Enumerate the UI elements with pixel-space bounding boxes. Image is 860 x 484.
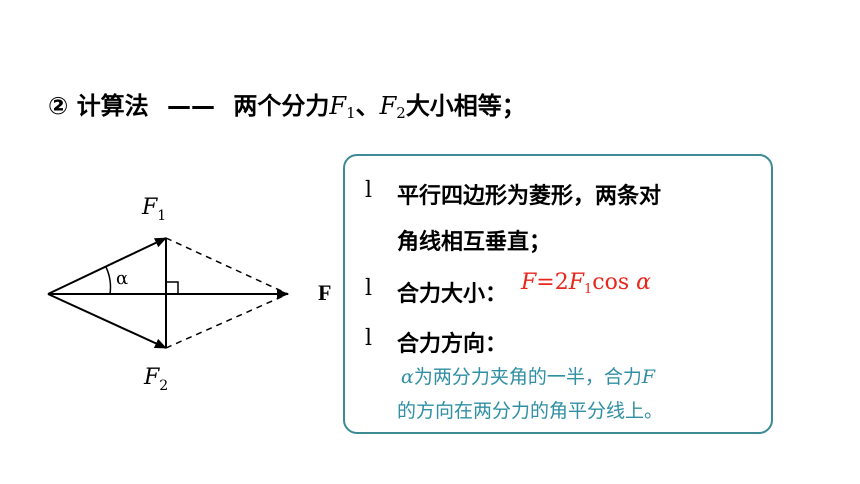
bullet-3: l [365,326,373,351]
label-alpha: α [116,268,128,289]
heading-sub-1: 1 [346,104,356,122]
heading-separator: 、 [355,92,380,120]
item1-line1: 平行四边形为菱形，两条对 [397,184,662,209]
vector-f1 [47,237,167,295]
heading-var-f1: F1 [329,92,356,122]
vector-f2 [47,293,167,349]
heading-var-f2: F2 [379,92,406,122]
dashed-side-bottom [165,293,289,349]
force-diagram: α F1 F2 F [47,195,331,394]
bullet-2: l [365,276,373,301]
right-angle-mark [166,281,179,294]
heading-dash: —— [167,92,216,120]
dashed-side-top [165,237,289,295]
item2-label: 合力大小： [397,282,508,307]
heading-marker: ② [48,92,69,120]
label-f2: F2 [143,365,168,394]
note-line1: α为两分力夹角的一半，合力F [401,366,656,388]
bullet-1: l [365,178,373,203]
heading: ② 计算法 —— 两个分力F1、F2大小相等； [48,86,526,122]
resultant-formula: F=2F1cos α [521,270,651,297]
heading-sub-2: 2 [396,104,406,122]
info-card: l 平行四边形为菱形，两条对 角线相互垂直； l 合力大小： F=2F1cos … [343,154,773,434]
label-f: F [318,280,331,305]
heading-method: 计算法 [76,92,149,120]
heading-text-before: 两个分力 [233,92,330,120]
label-f1: F1 [141,195,166,224]
angle-arc [105,266,112,295]
note-line2: 的方向在两分力的角平分线上。 [397,400,664,422]
item1-line2: 角线相互垂直； [397,230,552,255]
heading-text-after: 大小相等； [405,92,526,120]
item3-label: 合力方向： [397,332,508,357]
